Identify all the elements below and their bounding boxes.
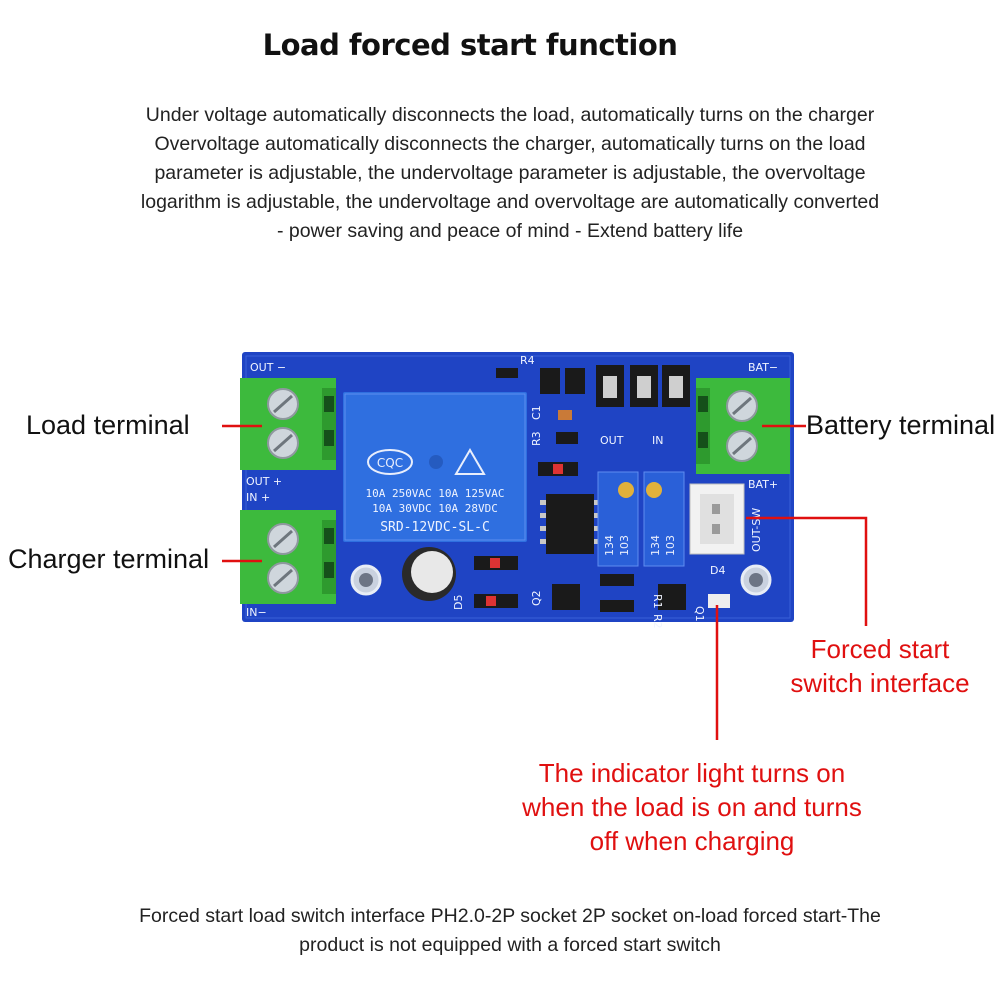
silk-in-minus: IN− [246,606,267,619]
silk-d5: D5 [452,595,465,610]
relay-model: SRD-12VDC-SL-C [380,520,490,535]
page-title: Load forced start function [262,28,678,62]
pot-value: 103 [664,535,677,556]
charger-terminal-label: Charger terminal [8,544,210,574]
footer-line: product is not equipped with a forced st… [299,934,721,956]
battery-terminal-block [696,378,790,474]
silk-out-plus: OUT + [246,475,282,488]
silk-in: IN [652,434,663,447]
forced-start-line: switch interface [790,668,970,698]
pot-label: 134 [649,535,662,556]
silk-out: OUT [600,434,624,447]
silk-c1: C1 [530,405,543,420]
intro-line: Under voltage automatically disconnects … [145,104,875,126]
charger-terminal-block [240,510,336,604]
pot-label: 134 [603,535,616,556]
indicator-label: The indicator light turns on when the lo… [482,756,902,858]
intro-line: parameter is adjustable, the undervoltag… [154,162,866,184]
load-terminal-label: Load terminal [26,410,190,440]
pot-value: 103 [618,535,631,556]
silk-r1: R1 [651,594,664,609]
silk-d4: D4 [710,564,725,577]
smd-components [474,368,730,612]
silk-in-plus: IN + [246,491,270,504]
forced-start-switch-socket [689,483,745,555]
relay-rating-2: 10A 30VDC 10A 28VDC [372,502,498,515]
footer-line: Forced start load switch interface PH2.0… [139,905,881,927]
capacitor [402,547,456,601]
relay-brand: CQC [377,456,403,470]
relay-rating-1: 10A 250VAC 10A 125VAC [365,487,504,500]
load-terminal-block [240,378,336,470]
silk-out-sw: OUT-SW [750,508,763,552]
relay: CQC 10A 250VAC 10A 125VAC 10A 30VDC 10A … [343,392,527,542]
intro-text: Under voltage automatically disconnects … [80,101,940,246]
silk-bat-plus: BAT+ [748,478,778,491]
forced-start-line: Forced start [810,634,950,664]
intro-line: logarithm is adjustable, the undervoltag… [140,191,880,213]
silk-q1: Q1 [693,606,706,622]
ic-chip [540,494,600,554]
battery-terminal-label: Battery terminal [806,410,996,440]
potentiometer-out: 134 103 [597,471,639,567]
indicator-line: when the load is on and turns [522,792,862,822]
silk-r2: R2 [651,614,664,629]
indicator-line: off when charging [589,826,795,856]
silk-out-minus: OUT − [250,361,286,374]
footer-note: Forced start load switch interface PH2.0… [80,902,940,960]
forced-start-label: Forced start switch interface [770,632,990,700]
potentiometer-in: 134 103 [643,471,685,567]
intro-line: Overvoltage automatically disconnects th… [154,133,866,155]
transistor-group [552,365,690,610]
silk-q2: Q2 [530,590,543,606]
switch-interface-pointer [746,516,868,626]
silk-r4: R4 [520,354,535,367]
silk-r3: R3 [530,431,543,446]
intro-line: - power saving and peace of mind - Exten… [276,220,744,242]
silk-bat-minus: BAT− [748,361,778,374]
indicator-line: The indicator light turns on [538,758,846,788]
